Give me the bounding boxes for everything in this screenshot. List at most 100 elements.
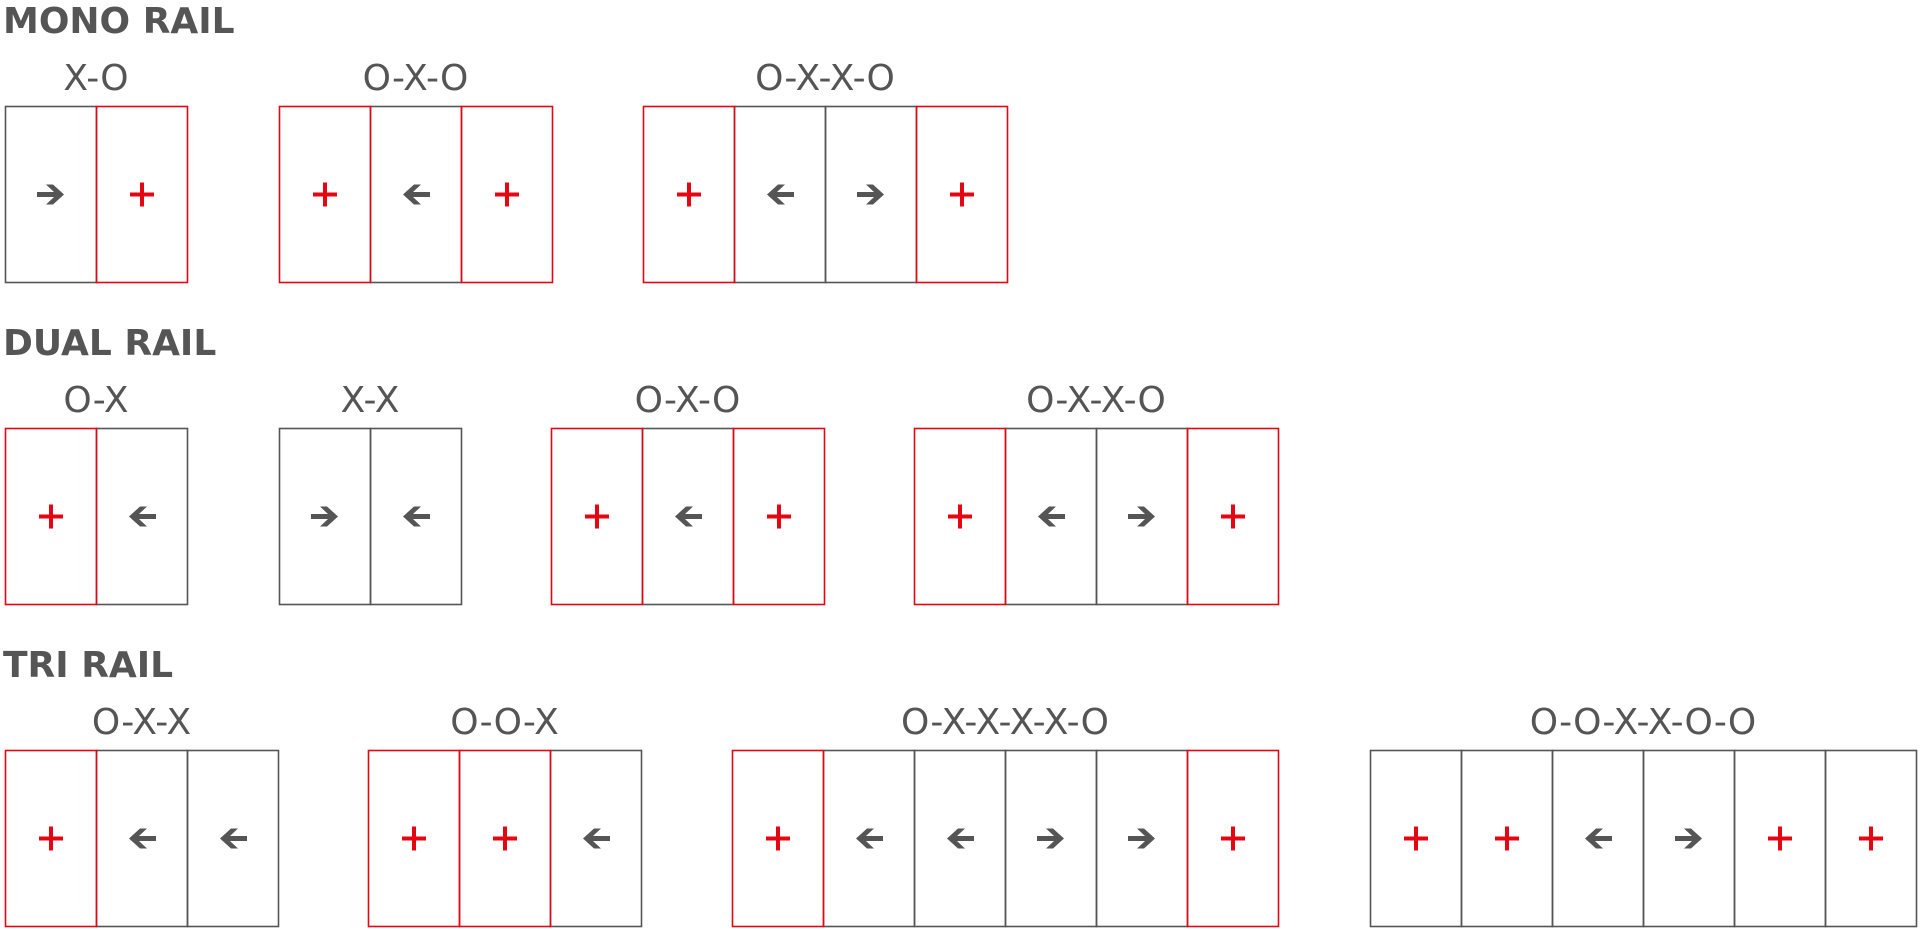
arrow-left-icon bbox=[1585, 828, 1612, 849]
sliding-panel-right bbox=[278, 427, 372, 606]
arrow-right-icon bbox=[1128, 828, 1155, 849]
config-o-o-x: O-O-X bbox=[367, 702, 643, 928]
arrow-right-icon bbox=[857, 184, 884, 205]
plus-icon bbox=[950, 182, 974, 207]
config-label: O-X-X-O bbox=[1026, 380, 1166, 421]
arrow-left-icon bbox=[583, 828, 610, 849]
config-label: O-O-X-X-O-O bbox=[1530, 702, 1756, 743]
arrow-right-icon bbox=[1128, 506, 1155, 527]
fixed-panel bbox=[95, 105, 189, 284]
fixed-panel bbox=[1186, 749, 1280, 928]
arrow-right-icon bbox=[311, 506, 338, 527]
config-label: O-X-X bbox=[92, 702, 191, 743]
fixed-panel bbox=[458, 749, 552, 928]
fixed-panel bbox=[278, 105, 372, 284]
arrow-left-icon bbox=[220, 828, 247, 849]
sliding-panel-left bbox=[95, 749, 189, 928]
config-label: X-X bbox=[341, 380, 400, 421]
fixed-panel bbox=[732, 427, 826, 606]
plus-icon bbox=[1404, 826, 1428, 851]
arrow-right-icon bbox=[37, 184, 64, 205]
plus-icon bbox=[1495, 826, 1519, 851]
plus-icon bbox=[39, 826, 63, 851]
section-title: DUAL RAIL bbox=[3, 323, 216, 364]
plus-icon bbox=[1859, 826, 1883, 851]
config-o-x-x: O-X-X bbox=[4, 702, 280, 928]
fixed-panel bbox=[367, 749, 461, 928]
fixed-panel bbox=[913, 427, 1007, 606]
plus-icon bbox=[493, 826, 517, 851]
arrow-left-icon bbox=[129, 828, 156, 849]
arrow-left-icon bbox=[403, 506, 430, 527]
sliding-panel-left bbox=[549, 749, 643, 928]
section-title: TRI RAIL bbox=[3, 645, 173, 686]
fixed-panel bbox=[1186, 427, 1280, 606]
config-o-x-o: O-X-O bbox=[550, 380, 826, 606]
sliding-panel-left bbox=[1551, 749, 1645, 928]
fixed-panel bbox=[4, 749, 98, 928]
sliding-panel-left bbox=[369, 105, 463, 284]
plus-icon bbox=[1221, 826, 1245, 851]
config-label: O-X-X-O bbox=[755, 58, 895, 99]
plus-icon bbox=[313, 182, 337, 207]
arrow-left-icon bbox=[856, 828, 883, 849]
arrow-left-icon bbox=[1038, 506, 1065, 527]
sliding-panel-right bbox=[1095, 427, 1189, 606]
sliding-panel-right bbox=[1095, 749, 1189, 928]
arrow-left-icon bbox=[129, 506, 156, 527]
plus-icon bbox=[402, 826, 426, 851]
plus-icon bbox=[130, 182, 154, 207]
section-mono-rail: MONO RAIL X-O O-X-O O-X-X-O bbox=[3, 1, 1009, 284]
config-x-x: X-X bbox=[278, 380, 463, 606]
config-label: O-X-O bbox=[363, 58, 469, 99]
sliding-panel-left bbox=[913, 749, 1007, 928]
plus-icon bbox=[585, 504, 609, 529]
fixed-panel bbox=[550, 427, 644, 606]
sliding-panel-right bbox=[1004, 749, 1098, 928]
config-label: O-X-X-X-X-O bbox=[901, 702, 1109, 743]
arrow-left-icon bbox=[403, 184, 430, 205]
sliding-panel-left bbox=[186, 749, 280, 928]
config-label: O-X bbox=[63, 380, 128, 421]
config-label: O-O-X bbox=[450, 702, 559, 743]
plus-icon bbox=[1221, 504, 1245, 529]
fixed-panel bbox=[1824, 749, 1918, 928]
sliding-panel-left bbox=[1004, 427, 1098, 606]
plus-icon bbox=[948, 504, 972, 529]
fixed-panel bbox=[915, 105, 1009, 284]
plus-icon bbox=[677, 182, 701, 207]
config-o-x-x-x-x-o: O-X-X-X-X-O bbox=[731, 702, 1280, 928]
fixed-panel bbox=[460, 105, 554, 284]
sliding-panel-left bbox=[733, 105, 827, 284]
config-o-x-o: O-X-O bbox=[278, 58, 554, 284]
sliding-panel-right bbox=[1642, 749, 1736, 928]
fixed-panel bbox=[4, 427, 98, 606]
fixed-panel bbox=[1733, 749, 1827, 928]
arrow-left-icon bbox=[767, 184, 794, 205]
plus-icon bbox=[767, 504, 791, 529]
sliding-panel-left bbox=[95, 427, 189, 606]
sliding-panel-left bbox=[822, 749, 916, 928]
arrow-left-icon bbox=[675, 506, 702, 527]
config-label: X-O bbox=[63, 58, 128, 99]
sliding-panel-right bbox=[4, 105, 98, 284]
fixed-panel bbox=[731, 749, 825, 928]
arrow-left-icon bbox=[947, 828, 974, 849]
fixed-panel bbox=[1369, 749, 1463, 928]
config-o-x-x-o: O-X-X-O bbox=[913, 380, 1280, 606]
arrow-right-icon bbox=[1037, 828, 1064, 849]
section-tri-rail: TRI RAIL O-X-X O-O-X O-X-X-X-X-O O-O-X-X-O-O bbox=[3, 645, 1918, 928]
plus-icon bbox=[495, 182, 519, 207]
config-o-o-x-x-o-o: O-O-X-X-O-O bbox=[1369, 702, 1918, 928]
plus-icon bbox=[1768, 826, 1792, 851]
plus-icon bbox=[39, 504, 63, 529]
sliding-panel-left bbox=[641, 427, 735, 606]
config-x-o: X-O bbox=[4, 58, 189, 284]
sliding-panel-right bbox=[824, 105, 918, 284]
fixed-panel bbox=[642, 105, 736, 284]
section-dual-rail: DUAL RAIL O-X X-X O-X-O O-X-X-O bbox=[3, 323, 1280, 606]
plus-icon bbox=[766, 826, 790, 851]
arrow-right-icon bbox=[1675, 828, 1702, 849]
section-title: MONO RAIL bbox=[3, 1, 235, 42]
